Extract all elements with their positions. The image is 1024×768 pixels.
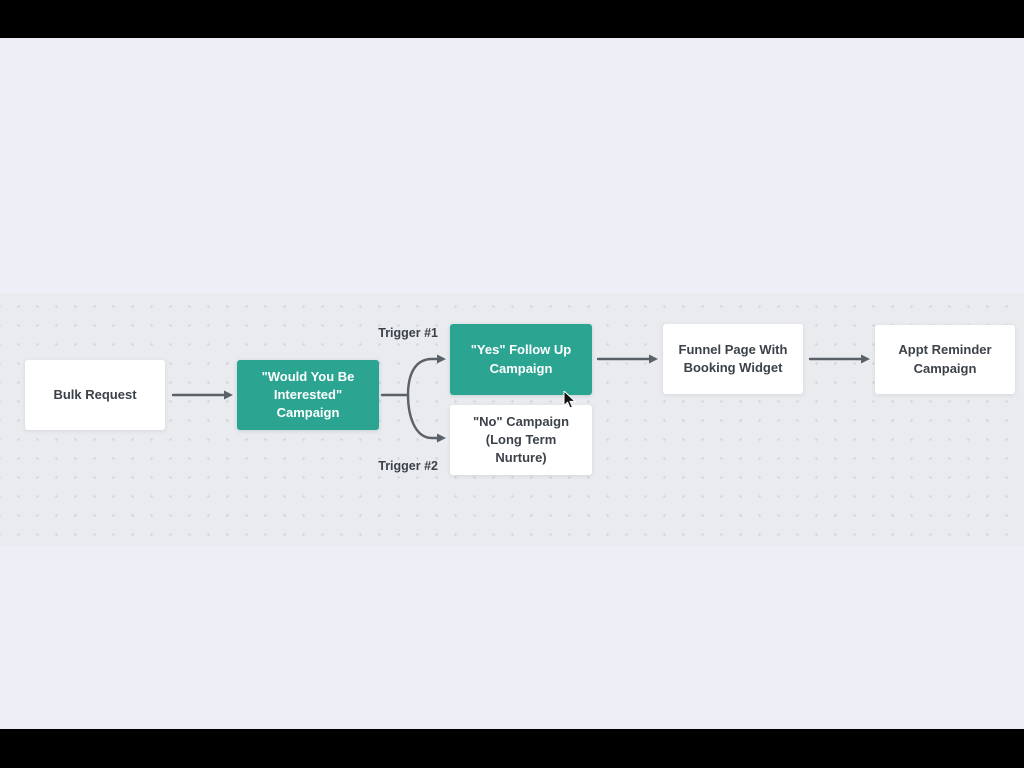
node-yes-follow-up-campaign[interactable]: "Yes" Follow Up Campaign bbox=[450, 324, 592, 395]
letterbox-bottom bbox=[0, 729, 1024, 768]
node-would-you-be-interested-campaign[interactable]: "Would You Be Interested" Campaign bbox=[237, 360, 379, 430]
node-bulk-request[interactable]: Bulk Request bbox=[25, 360, 165, 430]
node-no-campaign-long-term-nurture[interactable]: "No" Campaign (Long Term Nurture) bbox=[450, 405, 592, 475]
trigger-2-label: Trigger #2 bbox=[378, 459, 438, 473]
trigger-1-label: Trigger #1 bbox=[378, 326, 438, 340]
letterbox-top bbox=[0, 0, 1024, 38]
node-appt-reminder-campaign[interactable]: Appt Reminder Campaign bbox=[875, 325, 1015, 394]
node-funnel-page-with-booking-widget[interactable]: Funnel Page With Booking Widget bbox=[663, 324, 803, 394]
